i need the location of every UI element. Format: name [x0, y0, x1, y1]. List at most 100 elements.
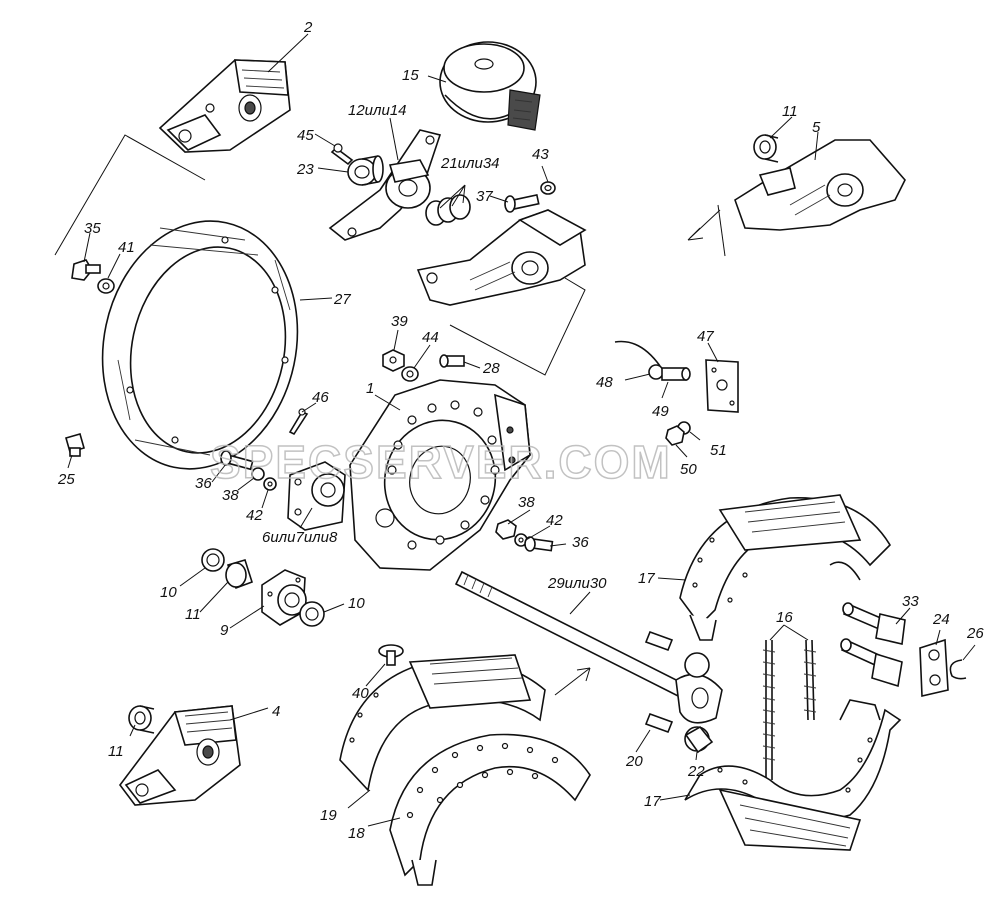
label-33: 33: [902, 593, 919, 610]
label-43: 43: [532, 146, 549, 163]
part-40-rivet: [378, 644, 404, 666]
label-17-upper: 17: [638, 570, 655, 587]
label-21: 21или34: [440, 155, 500, 172]
label-25: 25: [57, 471, 75, 488]
label-40: 40: [352, 685, 369, 702]
part-39-nut: [382, 349, 405, 372]
part-5-bracket: [734, 139, 906, 231]
label-46: 46: [312, 389, 329, 406]
part-19-brake-shoe-lining: [339, 654, 546, 792]
part-45-cotter-pin: [330, 143, 354, 166]
part-35-bolt: [71, 259, 101, 281]
label-41: 41: [118, 239, 135, 256]
label-9: 9: [220, 622, 229, 639]
part-16-return-spring: [762, 639, 817, 780]
part-27-dust-shield: [101, 220, 299, 470]
label-38-right: 38: [518, 494, 535, 511]
label-36-left: 36: [195, 475, 212, 492]
label-35: 35: [84, 220, 101, 237]
label-22: 22: [687, 763, 705, 780]
label-23: 23: [296, 161, 314, 178]
label-39: 39: [391, 313, 408, 330]
label-1: 1: [366, 380, 374, 397]
label-12: 12или14: [348, 102, 407, 119]
label-29: 29или30: [547, 575, 607, 592]
label-11-bottom: 11: [108, 743, 124, 760]
label-50: 50: [680, 461, 697, 478]
leader-lines: [67, 33, 976, 827]
label-44: 44: [422, 329, 439, 346]
part-42-washer-right: [514, 533, 528, 547]
direction-arrow-center: [554, 667, 591, 696]
label-36-right: 36: [572, 534, 589, 551]
part-41-washer: [97, 278, 115, 294]
label-10-right: 10: [348, 595, 365, 612]
roller-upper: [644, 630, 710, 678]
part-17-brake-shoe-upper: [679, 494, 892, 641]
label-27: 27: [333, 291, 351, 308]
part-18-brake-lining: [389, 733, 591, 886]
part-12-slack-adjuster: [328, 129, 442, 241]
label-18: 18: [348, 825, 365, 842]
part-33-anchor-pin: [840, 602, 906, 688]
label-4: 4: [272, 703, 280, 720]
label-15: 15: [402, 67, 419, 84]
part-43-nut: [540, 181, 556, 195]
part-38-nut-left: [251, 467, 265, 481]
part-labels: 2 15 12или14 45 23 21или34 43 37 11 5 35…: [57, 19, 984, 842]
label-10-left: 10: [160, 584, 177, 601]
part-9-flange: [261, 569, 307, 626]
part-24-link-plate: [919, 638, 949, 697]
label-38-left: 38: [222, 487, 239, 504]
watermark-text: SPECSERVER.COM: [210, 436, 672, 488]
part-22-roller: [684, 725, 714, 754]
part-1-brake-spider: [349, 379, 531, 571]
label-48: 48: [596, 374, 613, 391]
part-21-spring: [425, 194, 471, 226]
label-17-lower: 17: [644, 793, 661, 810]
label-42-right: 42: [546, 512, 563, 529]
part-46-cotter-pin: [288, 408, 309, 436]
part-11-bushing-bottom: [128, 705, 155, 734]
part-26-retaining-clip: [949, 659, 967, 680]
label-16: 16: [776, 609, 793, 626]
label-51: 51: [710, 442, 727, 459]
part-25-fitting: [65, 433, 85, 457]
label-28: 28: [482, 360, 500, 377]
part-6-camshaft-bracket: [287, 461, 346, 531]
part-36-bolt-left: [220, 450, 254, 471]
label-20: 20: [625, 753, 643, 770]
part-2-bracket: [158, 59, 291, 153]
label-49: 49: [652, 403, 669, 420]
label-2: 2: [303, 19, 313, 36]
part-10-seal-right: [299, 601, 325, 627]
label-45: 45: [297, 127, 314, 144]
part-47-plate: [705, 359, 739, 413]
label-6: 6или7или8: [262, 529, 338, 546]
part-23-bushing: [347, 155, 384, 186]
part-11-bushing-top: [753, 134, 779, 163]
part-15-brake-chamber: [427, 41, 541, 131]
part-17-brake-shoe-lower: [684, 699, 902, 851]
part-11-bushing-mid: [225, 559, 253, 590]
part-48-pin: [614, 340, 664, 380]
part-37-bolt: [504, 194, 540, 213]
label-19: 19: [320, 807, 337, 824]
part-4-bracket: [118, 705, 241, 806]
part-10-seal-left: [201, 548, 225, 572]
part-42-washer-left: [263, 477, 277, 491]
part-36-bolt-right: [524, 536, 554, 552]
label-42-left: 42: [246, 507, 263, 524]
part-20-pin: [644, 712, 674, 734]
label-24: 24: [932, 611, 950, 628]
label-5: 5: [812, 119, 821, 136]
part-50-nut: [665, 425, 685, 446]
chamber-bracket: [416, 209, 587, 306]
part-29-camshaft: [454, 570, 723, 724]
part-44-washer: [401, 366, 419, 382]
label-11-top: 11: [782, 103, 798, 120]
part-49-clevis-pin: [661, 367, 691, 381]
label-37: 37: [476, 188, 493, 205]
